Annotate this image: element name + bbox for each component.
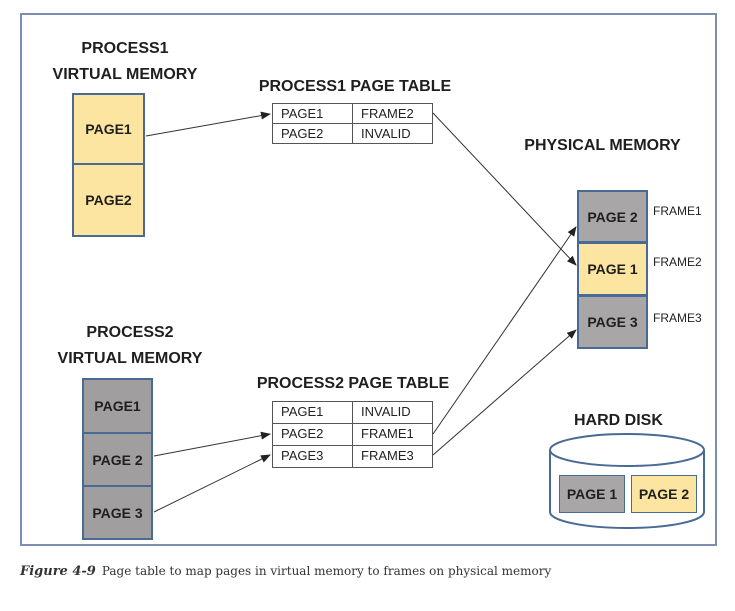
process1-page2-label: PAGE2 — [85, 192, 132, 208]
process2-page3: PAGE 3 — [82, 485, 153, 540]
arrow-table1-to-frame2 — [432, 112, 577, 266]
process2-table-row1-page: PAGE1 — [272, 401, 353, 424]
arrow-table2-to-frame3 — [432, 329, 577, 456]
process2-page1: PAGE1 — [82, 378, 153, 434]
process2-table-title: PROCESS2 PAGE TABLE — [256, 375, 450, 392]
process1-page2: PAGE2 — [72, 163, 145, 237]
process2-table-row3-frame: FRAME3 — [352, 445, 433, 468]
process1-table-row1-frame: FRAME2 — [352, 103, 433, 124]
disk-page2: PAGE 2 — [631, 475, 697, 513]
process1-table-title: PROCESS1 PAGE TABLE — [258, 78, 452, 95]
hard-disk-title: HARD DISK — [574, 412, 663, 429]
process2-page2-label: PAGE 2 — [92, 451, 143, 468]
figure-caption: Figure 4-9 Page table to map pages in vir… — [20, 564, 551, 579]
disk-page1: PAGE 1 — [559, 475, 625, 513]
frame2-label: FRAME2 — [653, 255, 702, 269]
physical-frame2-content: PAGE 1 — [587, 261, 638, 277]
process2-table-row2-page: PAGE2 — [272, 423, 353, 446]
arrow-p1page1-to-table — [145, 111, 271, 137]
disk-page1-label: PAGE 1 — [566, 486, 618, 502]
process2-page1-label: PAGE1 — [94, 398, 141, 414]
arrow-p2page2-to-table — [153, 431, 271, 457]
process2-title-line1: PROCESS2 — [86, 324, 174, 341]
process1-page1: PAGE1 — [72, 93, 145, 165]
process2-title: PROCESS2 VIRTUAL MEMORY — [45, 320, 215, 372]
disk-page2-label: PAGE 2 — [638, 486, 690, 502]
process1-table-row1-page: PAGE1 — [272, 103, 353, 124]
process2-title-line2: VIRTUAL MEMORY — [57, 350, 203, 367]
physical-frame3: PAGE 3 — [577, 295, 648, 349]
process1-title-line1: PROCESS1 — [81, 40, 169, 57]
physical-frame1-content: PAGE 2 — [587, 208, 638, 225]
process1-table-row2-page: PAGE2 — [272, 123, 353, 144]
figure-label: Figure 4-9 — [20, 564, 96, 579]
frame3-label: FRAME3 — [653, 311, 702, 325]
physical-memory-title: PHYSICAL MEMORY — [524, 137, 681, 154]
arrow-p2page3-to-table — [153, 454, 271, 513]
process2-page3-label: PAGE 3 — [92, 504, 143, 521]
process1-table-row2-frame: INVALID — [352, 123, 433, 144]
physical-frame1: PAGE 2 — [577, 190, 648, 243]
physical-frame2: PAGE 1 — [577, 242, 648, 296]
physical-frame3-content: PAGE 3 — [587, 314, 638, 330]
process1-title-line2: VIRTUAL MEMORY — [52, 66, 198, 83]
arrow-table2-to-frame1 — [432, 226, 577, 435]
figure-caption-text: Page table to map pages in virtual memor… — [101, 564, 552, 578]
process1-title: PROCESS1 VIRTUAL MEMORY — [40, 36, 210, 88]
frame1-label: FRAME1 — [653, 204, 702, 218]
process1-page1-label: PAGE1 — [85, 121, 132, 137]
